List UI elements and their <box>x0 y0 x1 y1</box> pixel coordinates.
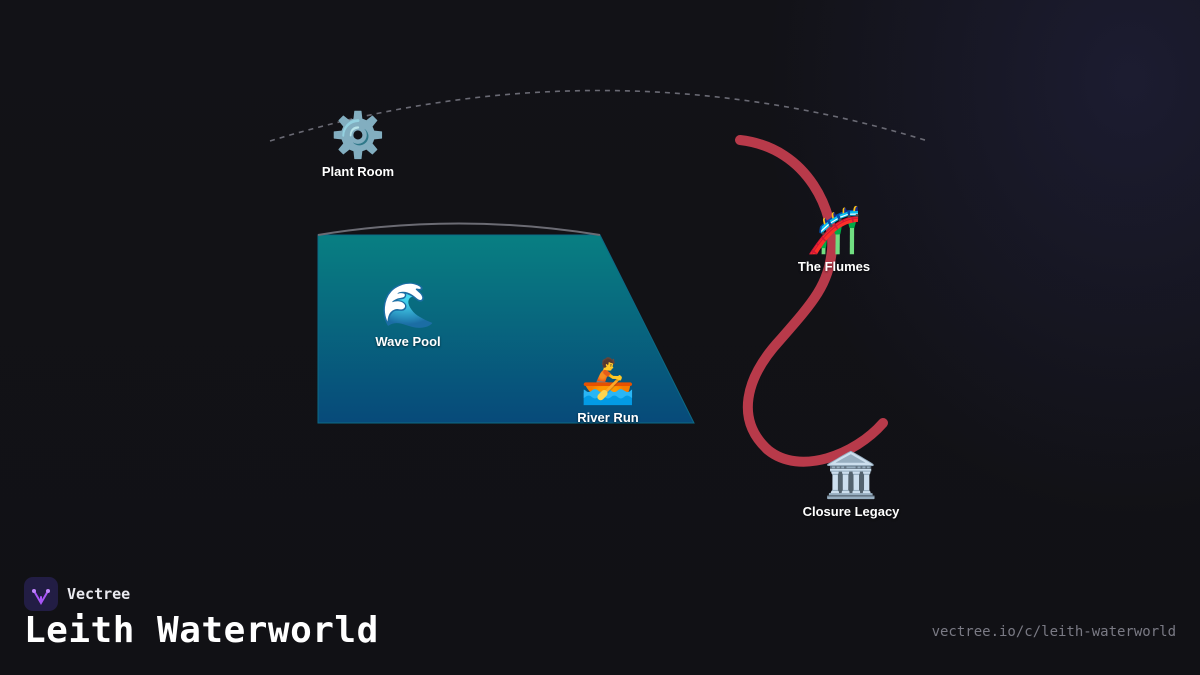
pool-area <box>317 234 695 424</box>
flume-path <box>735 135 888 467</box>
brand[interactable]: Vectree <box>24 577 130 611</box>
node-plant-room[interactable]: ⚙️ Plant Room <box>321 110 395 180</box>
rowboat-icon: 🚣 <box>580 356 636 407</box>
roller-coaster-icon: 🎢 <box>806 205 862 256</box>
node-wave-pool[interactable]: 🌊 Wave Pool <box>375 280 441 350</box>
node-label: Closure Legacy <box>802 504 900 519</box>
brand-name: Vectree <box>67 585 131 603</box>
dashed-arc <box>269 89 929 142</box>
vectree-logo-icon <box>24 577 58 611</box>
gear-icon: ⚙️ <box>330 110 386 161</box>
page-title: Leith Waterworld <box>24 610 379 651</box>
wave-icon: 🌊 <box>380 280 436 331</box>
brand-logo-space <box>24 577 58 611</box>
node-river-run[interactable]: 🚣 River Run <box>577 356 639 426</box>
source-url[interactable]: vectree.io/c/leith-waterworld <box>931 624 1176 640</box>
node-the-flumes[interactable]: 🎢 The Flumes <box>797 205 871 275</box>
node-label: The Flumes <box>797 259 871 274</box>
pool-arc <box>317 222 601 236</box>
node-label: Plant Room <box>321 164 395 179</box>
node-closure-legacy[interactable]: 🏛️ Closure Legacy <box>802 450 900 520</box>
node-label: Wave Pool <box>375 334 441 349</box>
classical-building-icon: 🏛️ <box>823 450 879 501</box>
node-label: River Run <box>577 410 639 425</box>
